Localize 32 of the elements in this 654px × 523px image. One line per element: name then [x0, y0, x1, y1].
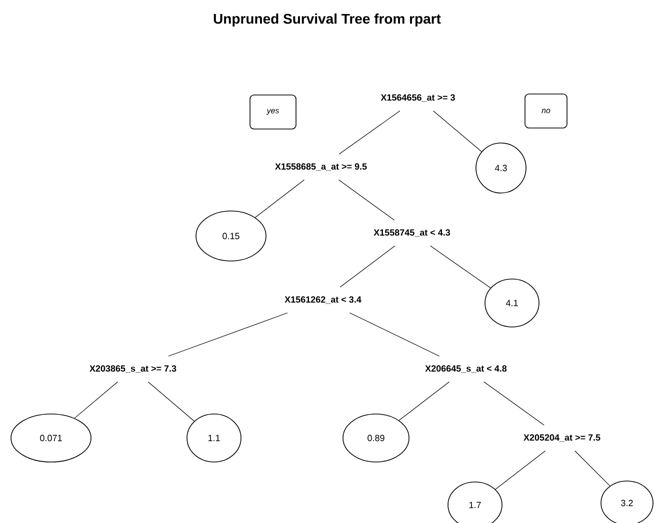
tree-branch	[430, 246, 491, 288]
tree-branch	[254, 180, 304, 218]
split-condition: X206645_s_at < 4.8	[425, 365, 507, 373]
leaf-node: 0.89	[342, 414, 410, 462]
leaf-node: 4.1	[484, 278, 540, 328]
split-condition: X1558745_at < 4.3	[374, 229, 450, 237]
tree-branch	[484, 382, 544, 426]
leaf-node: 1.1	[186, 414, 242, 462]
tree-branch	[74, 382, 118, 418]
leaf-node: 4.3	[476, 142, 526, 194]
split-condition: X1561262_at < 3.4	[284, 296, 362, 304]
split-condition: X203865_s_at >= 7.3	[90, 365, 176, 373]
split-condition: X1558685_a_at >= 9.5	[275, 163, 367, 171]
tree-branch	[148, 382, 194, 422]
leaf-node: 3.2	[600, 480, 654, 523]
tree-branch	[338, 180, 395, 220]
tree-branch	[338, 110, 400, 154]
tree-branch	[495, 450, 546, 490]
branch-label-box: no	[524, 94, 568, 128]
split-condition: X205204_at >= 7.5	[524, 434, 600, 442]
leaf-node: 0.15	[196, 210, 266, 262]
branch-label-box: yes	[250, 94, 296, 130]
tree-branch	[433, 110, 482, 152]
tree-branch	[168, 312, 288, 356]
leaf-node: 0.071	[10, 414, 92, 462]
tree-branch	[340, 246, 396, 288]
tree-branch	[398, 382, 450, 421]
title: Unpruned Survival Tree from rpart	[214, 13, 441, 27]
tree-branch	[574, 450, 610, 486]
leaf-node: 1.7	[448, 482, 502, 523]
split-condition: X1564656_at >= 3	[380, 94, 455, 102]
tree-branch	[349, 312, 440, 356]
